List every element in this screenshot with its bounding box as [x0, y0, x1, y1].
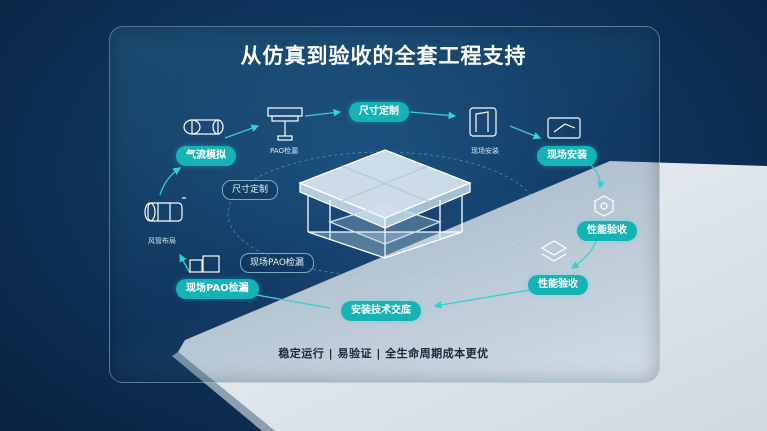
arrow-pao-duct [179, 253, 191, 274]
page-title: 从仿真到验收的全套工程支持 [240, 44, 527, 68]
arrow-duct-airflow [159, 167, 182, 196]
tag-size-customization: 尺寸定制 [222, 180, 279, 200]
install-board-icon [547, 117, 581, 139]
site-pao-icon [189, 255, 220, 273]
step-site-installation: 现场安装 [537, 146, 597, 166]
footer-tagline: 稳定运行 | 易验证 | 全生命周期成本更优 [278, 347, 489, 360]
arrow-handover-pao [243, 290, 331, 309]
tag-site-pao-leak-test: 现场PAO检漏 [240, 253, 314, 273]
caption-pao-test: PAO检漏 [270, 147, 298, 155]
arrow-site-install [509, 125, 542, 140]
layers-icon [540, 240, 568, 262]
duct-layout-icon [144, 197, 186, 222]
arrow-pao-size [304, 108, 342, 117]
arrow-install-perf [587, 161, 605, 190]
step-performance-acceptance-2: 性能验收 [528, 275, 588, 295]
step-airflow-simulation: 气流模拟 [176, 146, 236, 166]
arrow-perf-perf [570, 237, 598, 269]
step-installation-handover: 安装技术交底 [341, 301, 421, 321]
cleanroom-unit-icon [298, 149, 472, 259]
airflow-pipe-icon [183, 119, 224, 135]
arrow-airflow-pao [224, 124, 260, 139]
step-site-pao-leak-test: 现场PAO检漏 [176, 279, 259, 299]
step-size-customization: 尺寸定制 [349, 102, 409, 122]
site-doorway-icon [469, 107, 497, 137]
pao-filter-icon [267, 107, 303, 141]
caption-duct-layout: 风管布局 [148, 237, 176, 245]
step-performance-acceptance-1: 性能验收 [577, 221, 637, 241]
arrow-size-site [409, 111, 457, 120]
performance-pin-icon [594, 195, 614, 217]
arrow-perf-handover [433, 289, 531, 309]
caption-site-install: 现场安装 [471, 147, 499, 155]
